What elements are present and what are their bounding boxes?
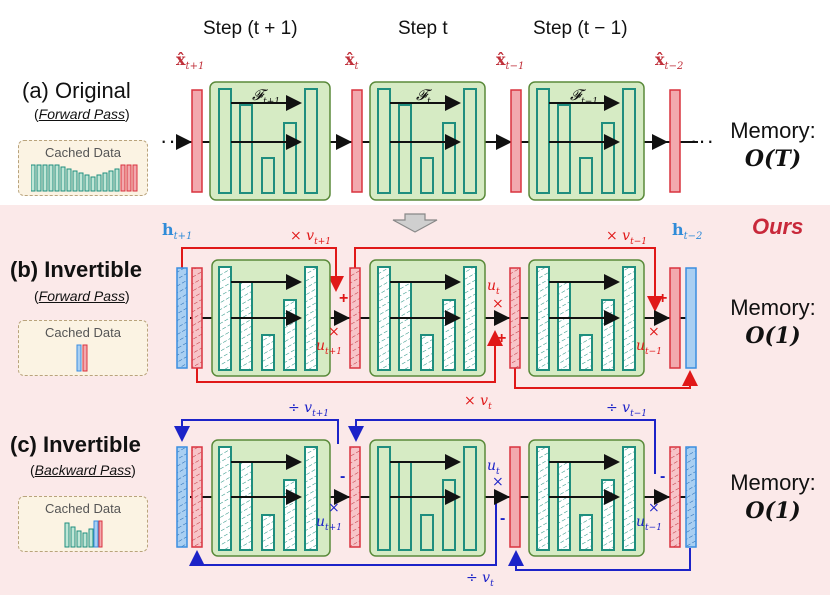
row-c-minus-1: - <box>340 468 346 485</box>
row-b-block-1 <box>211 259 331 377</box>
row-b-times-t-minus-1: × <box>648 324 660 340</box>
row-b-v-t: × vt <box>464 393 492 412</box>
row-c-v-t-minus-1: ÷ vt−1 <box>606 400 647 419</box>
row-b-v-t-minus-1: × vt−1 <box>606 228 647 247</box>
row-b-memory-label: Memory: <box>730 295 816 320</box>
row-c-u-t: ut <box>487 458 500 477</box>
row-b-u-t-minus-1: ut−1 <box>636 338 662 357</box>
row-c-v-t: ÷ vt <box>466 570 494 589</box>
transition-down-arrow <box>392 213 438 233</box>
row-b-block-2 <box>369 259 486 377</box>
row-a-cache-bars <box>31 164 138 192</box>
row-b-times-t: × <box>492 296 504 312</box>
row-b-u-t: ut <box>487 278 500 297</box>
h-t-plus-1-label: ht+1 <box>162 220 193 243</box>
ellipsis-left: ··· <box>160 128 185 153</box>
row-c-v-t-plus-1: ÷ vt+1 <box>288 400 329 419</box>
row-b-u-t-plus-1: ut+1 <box>316 338 342 357</box>
step-header-t-plus-1: Step (t + 1) <box>203 18 298 39</box>
row-b-cache-label: Cached Data <box>45 325 121 340</box>
row-a-block-2 <box>369 81 486 201</box>
row-c-title: (c) Invertible <box>10 432 141 457</box>
row-b-subtitle: (Forward Pass) <box>34 288 130 304</box>
f-t-label: 𝓕t <box>416 86 431 107</box>
xhat-t-minus-1-label: x̂t−1 <box>496 50 525 73</box>
f-t-plus-1-label: 𝓕t+1 <box>252 86 280 107</box>
row-c-minus-2: - <box>500 510 506 527</box>
row-c-times-t-plus-1: × <box>328 500 340 516</box>
row-a-cache-label: Cached Data <box>45 145 121 160</box>
row-c-block-3 <box>528 439 645 557</box>
row-b-memory-value: O(1) <box>745 323 801 349</box>
row-b-times-t-plus-1: × <box>328 324 340 340</box>
row-b-red-connectors <box>181 247 698 389</box>
f-t-minus-1-label: 𝓕t−1 <box>570 86 598 107</box>
xhat-t-plus-1-label: x̂t+1 <box>176 50 205 73</box>
row-c-times-t-minus-1: × <box>648 500 660 516</box>
row-a-block-1 <box>209 81 331 201</box>
row-c-memory-label: Memory: <box>730 470 816 495</box>
row-c-u-t-minus-1: ut−1 <box>636 514 662 533</box>
row-c-subtitle: (Backward Pass) <box>30 462 136 478</box>
row-b-v-t-plus-1: × vt+1 <box>290 228 331 247</box>
row-b-state-bars <box>176 267 697 369</box>
row-c-state-bars <box>176 446 697 548</box>
row-b-cache-bars <box>76 344 88 372</box>
row-c-block-2 <box>369 439 486 557</box>
row-c-memory-value: O(1) <box>745 498 801 524</box>
row-a-memory-label: Memory: <box>730 118 816 143</box>
row-a-title: (a) Original <box>22 78 131 103</box>
row-a-block-3 <box>528 81 645 201</box>
step-header-t: Step t <box>398 18 448 39</box>
h-t-minus-2-label: ht−2 <box>672 220 703 243</box>
row-c-block-1 <box>211 439 331 557</box>
row-c-u-t-plus-1: ut+1 <box>316 514 342 533</box>
step-header-t-minus-1: Step (t − 1) <box>533 18 628 39</box>
xhat-t-label: x̂t <box>345 50 359 73</box>
row-b-plus-3: + <box>658 290 668 307</box>
row-b-block-3 <box>528 259 645 377</box>
ellipsis-right: ··· <box>690 128 715 153</box>
row-c-cache-label: Cached Data <box>45 501 121 516</box>
row-c-times-t: × <box>492 474 504 490</box>
ours-label: Ours <box>752 214 804 239</box>
row-a-subtitle: (Forward Pass) <box>34 106 130 122</box>
row-c-minus-3: - <box>660 468 666 485</box>
xhat-t-minus-2-label: x̂t−2 <box>655 50 684 73</box>
row-a-state-bars <box>191 89 681 193</box>
row-a-memory-value: O(T) <box>744 146 802 172</box>
row-a-cache-box: Cached Data <box>18 140 148 196</box>
row-c-cache-box: Cached Data <box>18 496 148 552</box>
row-b-plus-1: + <box>339 290 349 307</box>
row-b-cache-box: Cached Data <box>18 320 148 376</box>
row-b-plus-2: + <box>497 330 507 347</box>
row-c-blue-connectors <box>174 419 691 571</box>
row-c-cache-bars <box>64 520 103 548</box>
row-b-title: (b) Invertible <box>10 257 143 282</box>
